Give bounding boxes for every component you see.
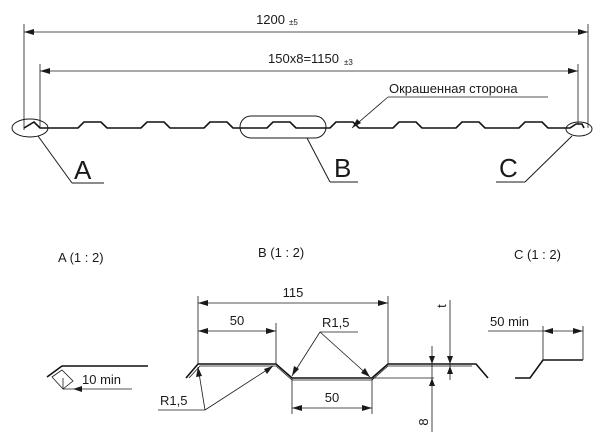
view-a-corner-marker [51, 369, 74, 390]
view-b-radius-top-arrow-2 [361, 368, 370, 377]
callout-ellipse-b [239, 115, 327, 139]
view-b-radius-top: R1,5 [322, 315, 349, 330]
view-b-dim-total-arrow-right [378, 300, 388, 306]
view-b-profile [185, 363, 489, 379]
view-c-arrow-left [543, 328, 553, 334]
view-b-dim-total-arrow-left [198, 300, 208, 306]
view-a-min-value: 10 min [82, 372, 121, 387]
view-b-radius-bottom: R1,5 [160, 393, 187, 408]
callout-ellipse-a [11, 118, 49, 138]
arrow-1150-right [568, 68, 578, 74]
view-c-title: C (1 : 2) [514, 247, 561, 262]
view-b-dim-total: 115 [283, 285, 304, 300]
view-a-title: A (1 : 2) [58, 250, 104, 265]
view-c-arrow-right [573, 328, 583, 334]
view-b-radius-bottom-arrow-1 [196, 367, 202, 377]
view-c: C (1 : 2) 50 min [488, 247, 584, 379]
painted-side-arrow [352, 119, 361, 128]
view-b-dim-height-arrow-top [429, 356, 435, 364]
view-a-profile [46, 365, 148, 378]
arrow-1150-left [40, 68, 50, 74]
overall-view: 1200 ±5 150x8=1150 ±3 Окрашенная сторона… [11, 12, 593, 185]
arrow-1200-right [578, 29, 588, 35]
view-b-dim-top: 50 [230, 313, 244, 328]
view-b-radius-bottom-leader-2 [204, 365, 274, 411]
view-a: A (1 : 2) 10 min [46, 250, 148, 392]
view-b-radius-top-leader-2 [319, 331, 371, 378]
view-b-dim-thickness: t [434, 304, 449, 308]
sheet-profile [23, 120, 585, 129]
callout-letter-c: C [499, 153, 518, 183]
view-b-radius-bottom-arrow-2 [264, 366, 273, 374]
view-b: B (1 : 2) 115 50 50 R1,5 [158, 245, 489, 432]
view-b-dim-height: 8 [416, 418, 431, 425]
view-c-profile [515, 359, 583, 379]
view-b-dim-height-arrow-bottom [429, 378, 435, 386]
arrow-1200-left [24, 29, 34, 35]
view-b-dim-bottom-arrow-right [362, 405, 372, 411]
callout-ellipse-c [565, 121, 593, 137]
callout-letter-a: A [74, 155, 92, 185]
callout-letter-b: B [334, 153, 351, 183]
overall-width-value: 1200 [256, 12, 285, 27]
view-b-title: B (1 : 2) [258, 245, 304, 260]
painted-side-label: Окрашенная сторона [389, 81, 518, 96]
view-b-dim-bottom-arrow-left [292, 405, 302, 411]
pitch-tolerance: ±3 [344, 58, 353, 67]
view-b-dim-thickness-arrow-bottom [447, 366, 453, 374]
view-c-min-value: 50 min [490, 314, 529, 329]
view-b-dim-bottom: 50 [325, 390, 339, 405]
view-b-dim-thickness-arrow-top [447, 356, 453, 364]
callout-leader-c-1 [524, 135, 573, 183]
overall-width-tolerance: ±5 [289, 18, 298, 27]
callout-leader-b-1 [306, 137, 331, 183]
pitch-value: 150x8=1150 [268, 51, 339, 66]
view-b-radius-top-arrow-1 [292, 366, 299, 376]
view-a-arrow [73, 386, 82, 392]
callout-leader-a-1 [37, 135, 73, 184]
view-b-dim-top-arrow-right [266, 328, 276, 334]
view-b-dim-top-arrow-left [198, 328, 208, 334]
